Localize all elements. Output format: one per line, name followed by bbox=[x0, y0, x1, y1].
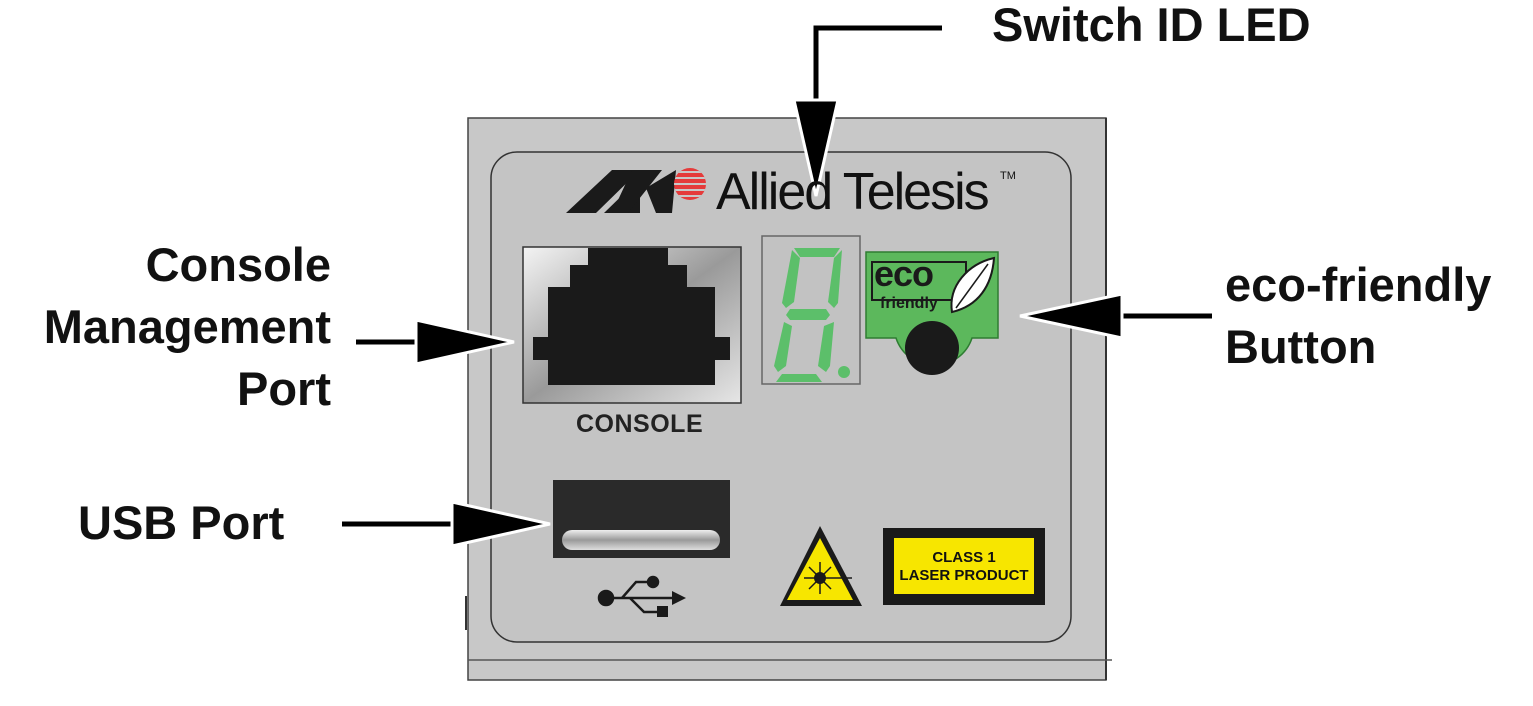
eco-badge-subtext: friendly bbox=[880, 295, 938, 312]
callout-usb-port: USB Port bbox=[78, 496, 285, 549]
callout-eco-line1: eco-friendly bbox=[1225, 258, 1492, 311]
switch-id-led-display bbox=[761, 235, 861, 385]
brand-name: Allied Telesis bbox=[716, 163, 990, 221]
laser-label-line2: LASER PRODUCT bbox=[899, 567, 1029, 584]
callout-console-line3: Port bbox=[237, 362, 331, 415]
arrow-eco-button bbox=[1019, 292, 1212, 340]
callout-console-line2: Management bbox=[43, 300, 331, 353]
laser-warning-icon bbox=[780, 526, 862, 606]
laser-product-label bbox=[883, 528, 1045, 605]
usb-icon bbox=[597, 575, 686, 617]
callout-switch-id-led: Switch ID LED bbox=[992, 0, 1311, 51]
callout-console-line1: Console bbox=[145, 238, 331, 291]
arrow-console-port bbox=[356, 318, 515, 366]
arrow-usb-port bbox=[342, 500, 551, 548]
usb-port[interactable] bbox=[553, 480, 730, 558]
eco-friendly-button[interactable] bbox=[865, 251, 999, 375]
console-port-label: CONSOLE bbox=[576, 410, 704, 438]
brand-trademark: TM bbox=[1000, 170, 1016, 182]
eco-button-knob[interactable] bbox=[905, 321, 959, 375]
allied-telesis-logo-icon bbox=[566, 168, 706, 213]
laser-label-line1: CLASS 1 bbox=[932, 549, 996, 566]
callout-console-port: Console Management Port bbox=[44, 234, 331, 420]
console-port[interactable] bbox=[522, 246, 742, 404]
callout-eco-button: eco-friendly Button bbox=[1225, 254, 1491, 378]
arrow-switch-id-led bbox=[792, 25, 942, 197]
eco-badge-word: eco bbox=[874, 253, 934, 294]
callout-eco-line2: Button bbox=[1225, 320, 1377, 373]
